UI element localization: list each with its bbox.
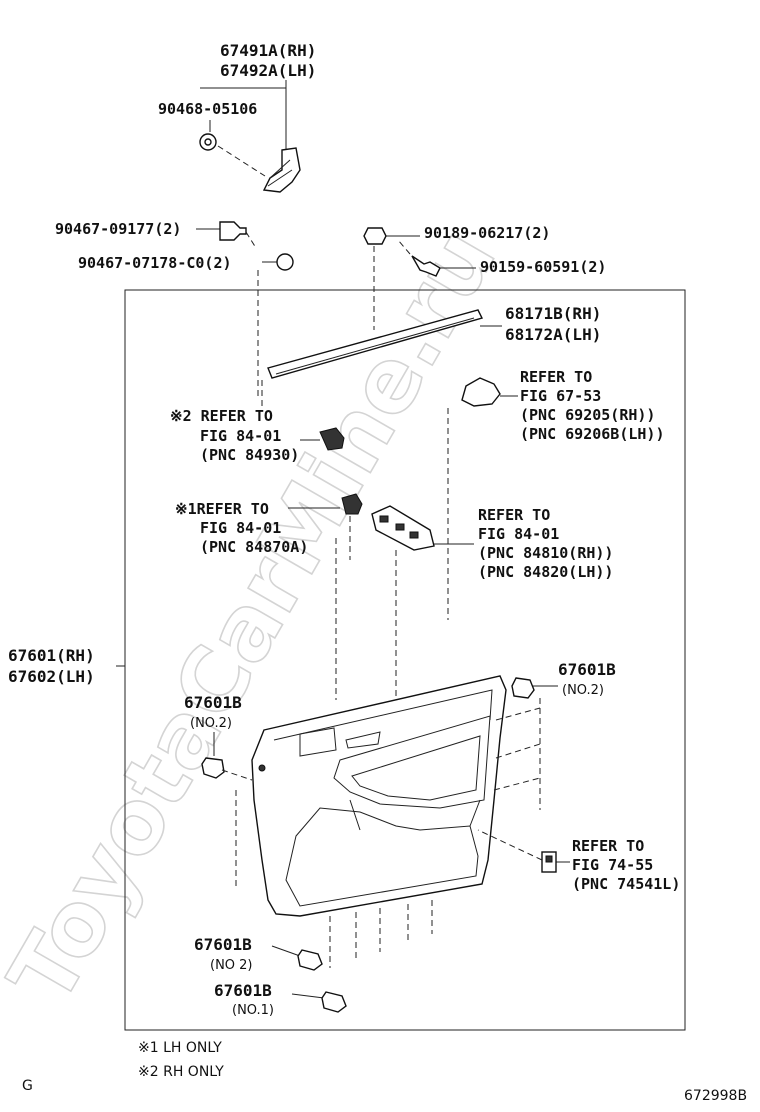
- label-90467-07178: 90467-07178-C0(2): [78, 254, 232, 272]
- ref-fig-67-53[interactable]: REFER TO FIG 67-53 (PNC 69205(RH)) (PNC …: [447, 368, 665, 620]
- part-90467-09177[interactable]: 90467-09177(2): [55, 220, 257, 249]
- clip-67601b-right[interactable]: 67601B (NO.2): [511, 660, 616, 810]
- ref-84930-line2: FIG 84-01: [200, 427, 281, 445]
- ref-74-55-line1: REFER TO: [572, 837, 644, 855]
- part-90159[interactable]: 90159-60591(2): [397, 239, 606, 277]
- ref-74-55-line3: (PNC 74541L): [572, 875, 680, 893]
- screw-icon: [276, 253, 294, 271]
- label-90189: 90189-06217(2): [424, 224, 550, 242]
- ref-fig-74-55[interactable]: REFER TO FIG 74-55 (PNC 74541L): [477, 829, 680, 893]
- door-panel-outline-icon: [251, 675, 507, 917]
- ref-84810-line3: (PNC 84810(RH)): [478, 544, 613, 562]
- ref-84810-line2: FIG 84-01: [478, 525, 559, 543]
- door-trim-panel[interactable]: [235, 675, 541, 968]
- door-handle-icon: [461, 377, 501, 407]
- ref-67-53-line3: (PNC 69205(RH)): [520, 406, 655, 424]
- ref-pnc-84810[interactable]: REFER TO FIG 84-01 (PNC 84810(RH)) (PNC …: [371, 505, 613, 780]
- label-clip-bottom1: 67601B: [194, 935, 252, 954]
- label-90467-09177: 90467-09177(2): [55, 220, 181, 238]
- ref-pnc-84870a[interactable]: ※1REFER TO FIG 84-01 (PNC 84870A): [175, 493, 363, 700]
- ref-84930-line1: ※2 REFER TO: [170, 407, 273, 425]
- clip-icon: [297, 949, 323, 971]
- clip-67601b-bottom-2[interactable]: 67601B (NO.1): [214, 981, 347, 1018]
- label-clip-bottom1-no: (NO 2): [210, 958, 253, 973]
- label-67602: 67602(LH): [8, 667, 95, 686]
- note-rh-only: ※2 RH ONLY: [138, 1064, 224, 1080]
- part-90189[interactable]: 90189-06217(2): [363, 224, 550, 330]
- label-90468: 90468-05106: [158, 100, 257, 118]
- part-67491a[interactable]: 67491A(RH) 67492A(LH): [200, 41, 316, 193]
- figure-code: 672998B: [684, 1088, 747, 1104]
- note-lh-only: ※1 LH ONLY: [138, 1040, 222, 1056]
- ref-74-55-line2: FIG 74-55: [572, 856, 653, 874]
- label-clip-right-no: (NO.2): [562, 683, 604, 698]
- assembly-frame: [124, 289, 686, 1031]
- ref-84810-line1: REFER TO: [478, 506, 550, 524]
- part-90468[interactable]: 90468-05106: [158, 100, 266, 177]
- label-clip-bottom2: 67601B: [214, 981, 272, 1000]
- switch-icon: [319, 427, 345, 451]
- ref-67-53-line1: REFER TO: [520, 368, 592, 386]
- part-68171b[interactable]: 68171B(RH) 68172A(LH): [261, 304, 601, 410]
- clip-icon: [363, 227, 387, 245]
- ref-84870-line2: FIG 84-01: [200, 519, 281, 537]
- clip-67601b-left[interactable]: 67601B (NO.2): [184, 693, 253, 781]
- clip-67601b-bottom-1[interactable]: 67601B (NO 2): [194, 935, 323, 973]
- clip-icon: [511, 677, 535, 699]
- leader-67491a: [200, 80, 287, 150]
- screw-icon: [411, 255, 441, 277]
- label-67601: 67601(RH): [8, 646, 95, 665]
- part-90467-07178[interactable]: 90467-07178-C0(2): [78, 253, 294, 400]
- part-67601[interactable]: 67601(RH) 67602(LH): [8, 646, 125, 686]
- switch-icon: [341, 493, 363, 515]
- label-clip-left-no: (NO.2): [190, 716, 232, 731]
- ref-67-53-line2: FIG 67-53: [520, 387, 601, 405]
- ref-84810-line4: (PNC 84820(LH)): [478, 563, 613, 581]
- label-clip-left: 67601B: [184, 693, 242, 712]
- label-90159: 90159-60591(2): [480, 258, 606, 276]
- label-68172a: 68172A(LH): [505, 325, 601, 344]
- ref-84870-line1: ※1REFER TO: [175, 500, 269, 518]
- label-67491a: 67491A(RH): [220, 41, 316, 60]
- mirror-cover-icon: [262, 147, 301, 193]
- ref-84930-line3: (PNC 84930): [200, 446, 299, 464]
- clip-icon: [219, 221, 247, 241]
- label-67492a: 67492A(LH): [220, 61, 316, 80]
- clip-icon: [321, 991, 347, 1013]
- ref-pnc-84930[interactable]: ※2 REFER TO FIG 84-01 (PNC 84930): [170, 407, 345, 464]
- label-clip-bottom2-no: (NO.1): [232, 1003, 274, 1018]
- clip-icon: [201, 757, 225, 779]
- footer-letter: G: [22, 1078, 33, 1094]
- ref-84870-line3: (PNC 84870A): [200, 538, 308, 556]
- label-clip-right: 67601B: [558, 660, 616, 679]
- label-68171b: 68171B(RH): [505, 304, 601, 323]
- ref-67-53-line4: (PNC 69206B(LH)): [520, 425, 665, 443]
